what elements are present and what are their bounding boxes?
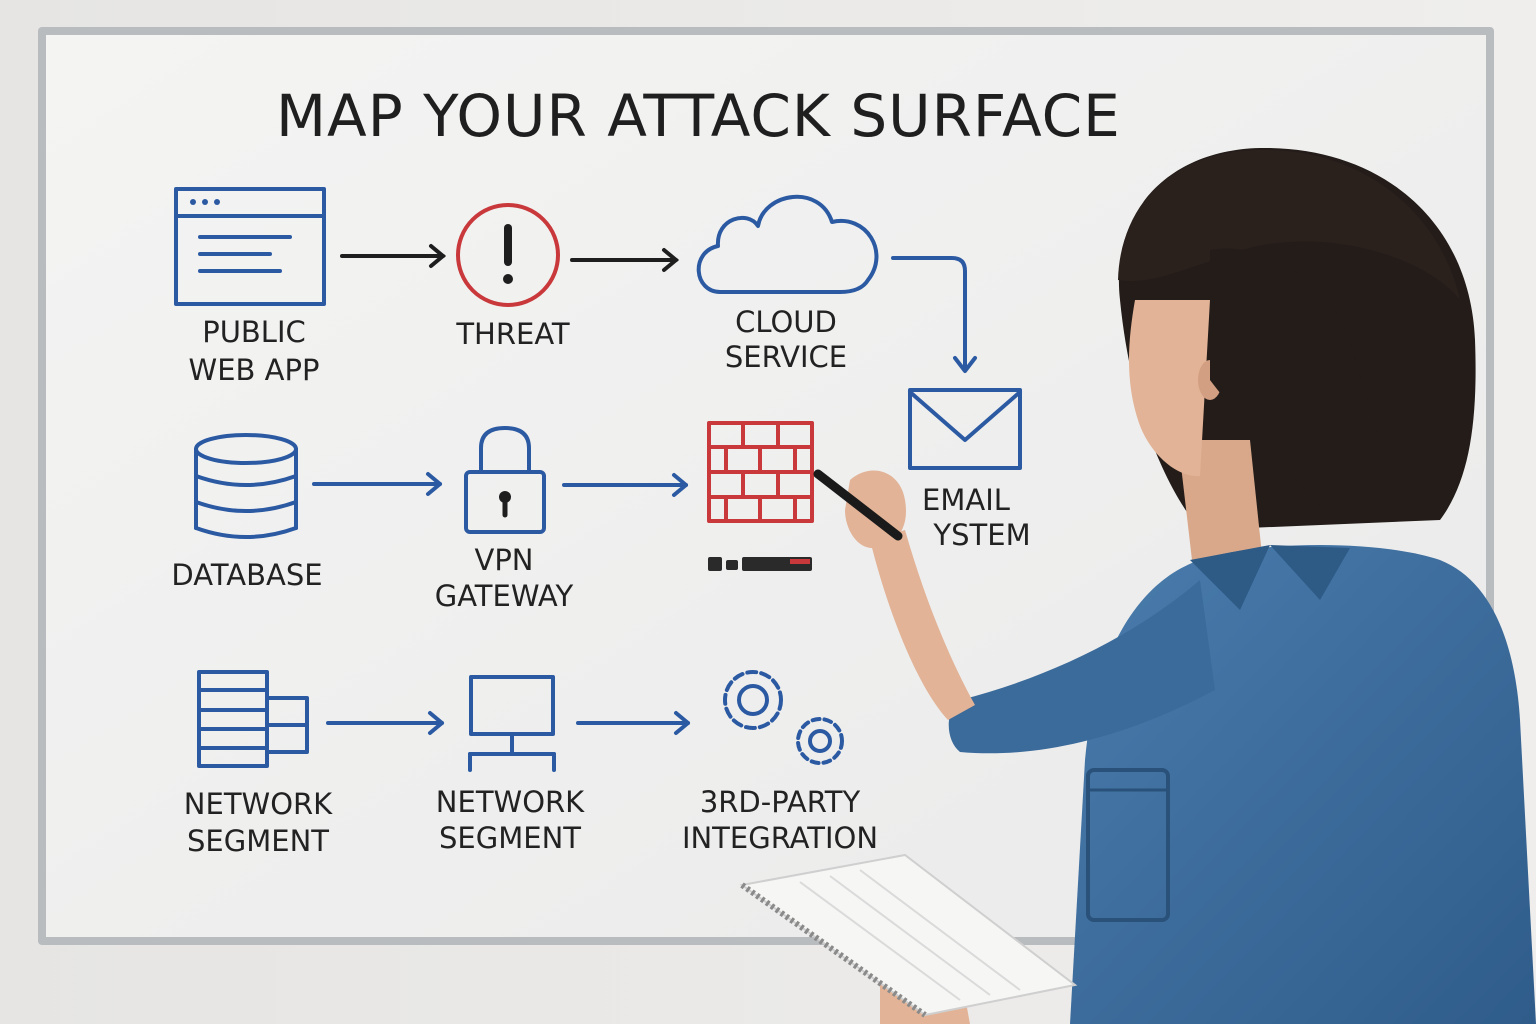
email-system-label-1: EMAIL — [922, 483, 1010, 517]
cloud-icon — [696, 195, 879, 294]
arrow-threat-to-cloud — [570, 248, 680, 272]
third-party-label-2: INTEGRATION — [682, 821, 878, 855]
board-title: MAP YOUR ATTACK SURFACE — [276, 82, 1121, 150]
arrow-cloud-to-email — [891, 256, 977, 373]
network-segment-1-label-1: NETWORK — [184, 787, 333, 821]
arrow-webapp-to-threat — [340, 244, 447, 268]
vpn-gateway-label-1: VPN — [474, 543, 533, 577]
threat-label: THREAT — [455, 317, 570, 351]
padlock-icon — [464, 426, 546, 534]
network-segment-2-label-1: NETWORK — [436, 785, 585, 819]
envelope-icon — [908, 388, 1022, 470]
arrow-vpn-to-firewall — [562, 473, 688, 497]
monitor-network-icon — [468, 675, 556, 772]
arrow-segment-to-thirdparty — [576, 711, 690, 735]
browser-window-icon — [174, 187, 326, 306]
cloud-service-label-2: SERVICE — [725, 340, 847, 374]
exclamation-circle-icon — [456, 203, 560, 307]
email-system-label-2: YSTEM — [932, 518, 1030, 552]
notepad — [739, 853, 1078, 1018]
firewall-scribble — [708, 557, 812, 571]
gears-icon — [723, 670, 844, 765]
public-web-app-label-1: PUBLIC — [202, 315, 306, 349]
network-segment-1-label-2: SEGMENT — [187, 824, 329, 858]
brick-wall-icon — [707, 421, 814, 523]
arrow-segment-to-segment — [326, 711, 444, 735]
database-label: DATABASE — [171, 558, 322, 592]
database-icon — [194, 433, 298, 539]
arrow-database-to-vpn — [312, 472, 442, 496]
public-web-app-label-2: WEB APP — [189, 353, 320, 387]
person — [739, 147, 1536, 1024]
network-segment-2-label-2: SEGMENT — [439, 821, 581, 855]
third-party-label-1: 3RD-PARTY — [700, 785, 861, 819]
vpn-gateway-label-2: GATEWAY — [435, 579, 574, 613]
cloud-service-label-1: CLOUD — [735, 305, 837, 339]
server-stack-icon — [197, 670, 309, 768]
